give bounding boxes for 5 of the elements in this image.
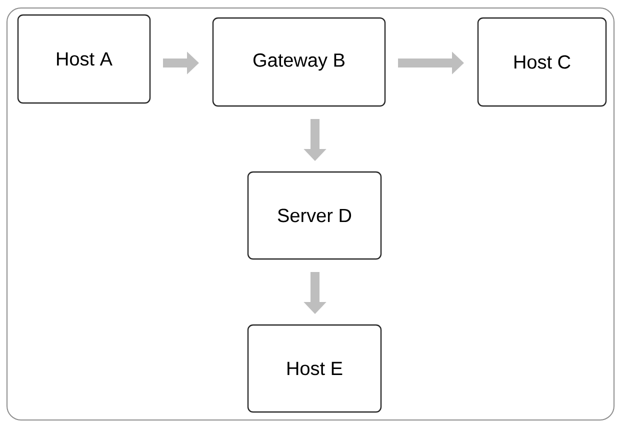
host-box: Host A	[17, 14, 151, 104]
host-box: Host E	[247, 324, 382, 413]
host-box: Gateway B	[212, 17, 386, 107]
host-box: Server D	[247, 171, 382, 260]
host-box: Host C	[477, 17, 607, 107]
